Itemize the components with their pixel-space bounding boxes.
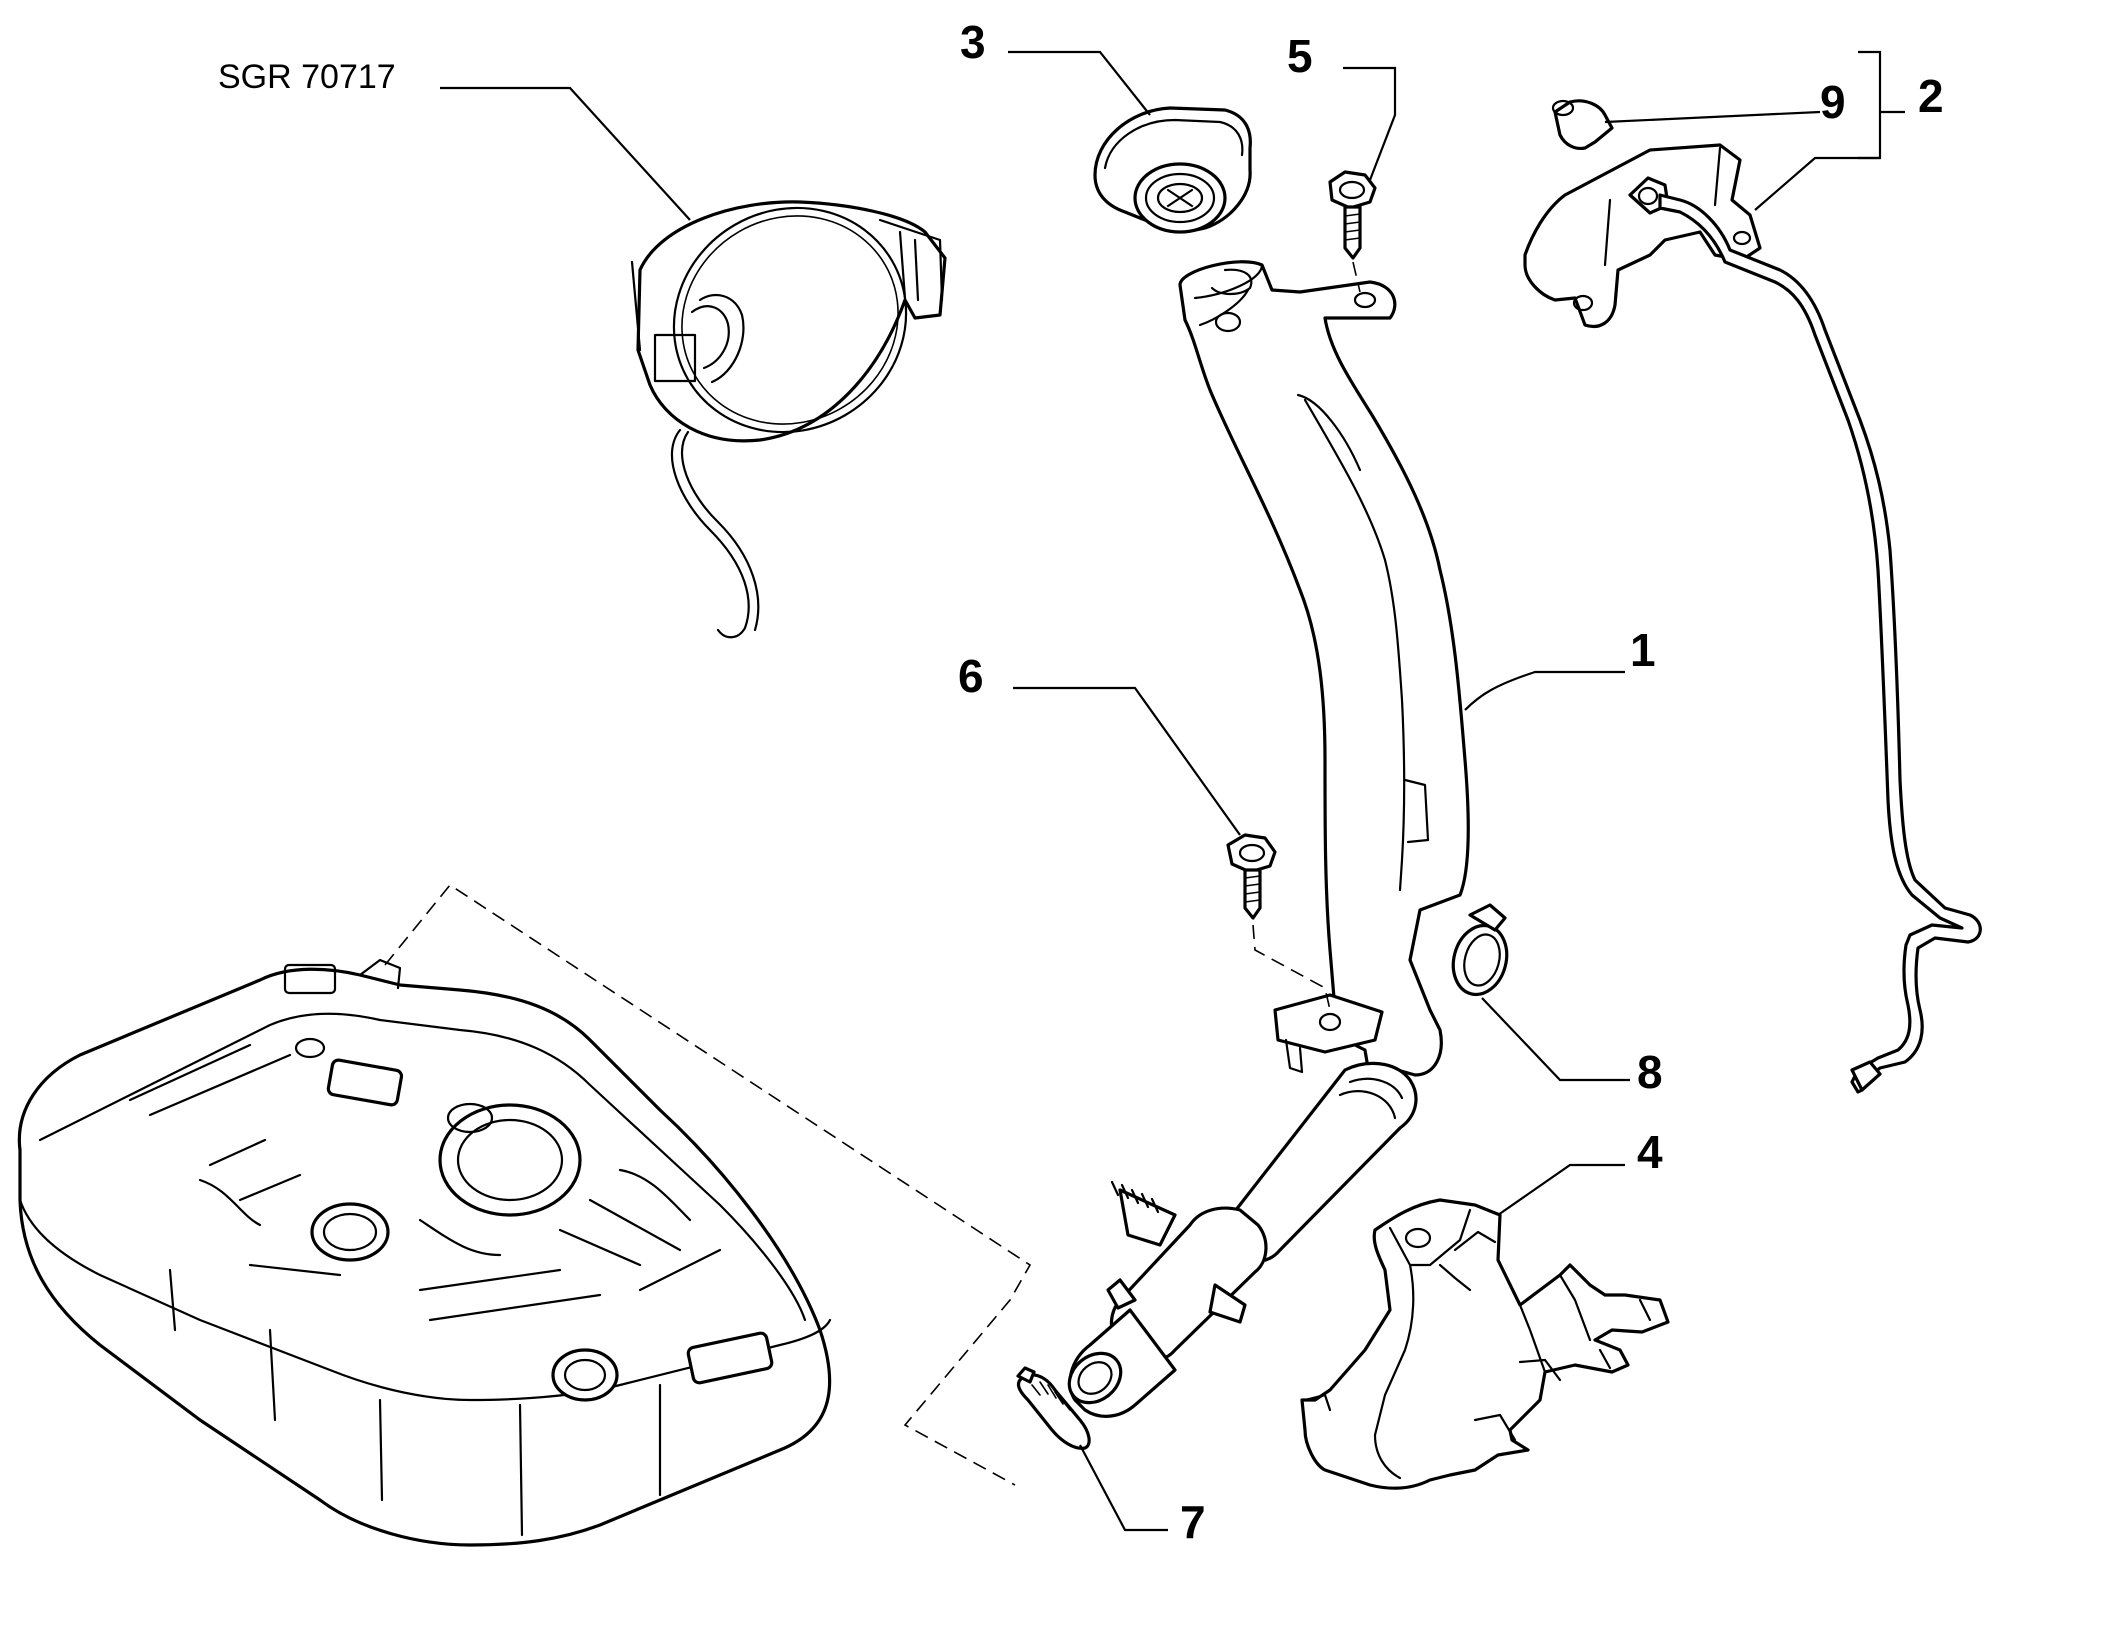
fuel-tank-icon	[17, 958, 832, 1547]
fuel-cap-icon	[1093, 106, 1252, 234]
callout-3: 3	[960, 16, 986, 68]
hose-clip-icon	[1016, 1366, 1091, 1450]
callout-8: 8	[1637, 1046, 1663, 1098]
reference-code: SGR 70717	[218, 58, 396, 96]
callout-leader-6	[1013, 686, 1241, 836]
callout-7: 7	[1180, 1496, 1206, 1548]
callout-leader-8	[1481, 997, 1630, 1082]
lower-bolt-icon	[1226, 833, 1277, 920]
callout-2: 2	[1918, 70, 1944, 122]
fuel-filler-neck-icon	[1067, 260, 1470, 1418]
upper-flange-bolt-icon	[1328, 170, 1377, 260]
callout-1: 1	[1630, 624, 1656, 676]
callout-5: 5	[1287, 30, 1313, 82]
hose-clamp-icon	[1451, 903, 1509, 997]
callout-leader-7	[1079, 1444, 1168, 1532]
callout-leader-4	[1497, 1163, 1625, 1216]
vent-pipe-end-cap-icon	[1551, 99, 1614, 151]
callout-9: 9	[1820, 76, 1846, 128]
bolt-6-dashed-link	[1252, 924, 1331, 1011]
callout-6: 6	[958, 650, 984, 702]
reference-leader	[440, 86, 691, 221]
bolt-5-dashed-link	[1352, 261, 1361, 293]
callout-4: 4	[1637, 1126, 1663, 1178]
filler-neck-protection-cover-icon	[1300, 1198, 1670, 1490]
fuel-filler-flap-housing-icon	[630, 200, 947, 639]
tank-dashed-link	[384, 883, 1032, 1486]
callout-leader-3	[1008, 50, 1151, 116]
callout-leader-9	[1604, 110, 1821, 124]
vent-pipe-with-bracket-icon	[1523, 143, 1982, 1094]
callout-leader-2	[1754, 156, 1880, 211]
callout-leader-1	[1464, 670, 1625, 711]
callout-bracket	[1858, 50, 1882, 160]
callout-leader-5	[1343, 66, 1397, 181]
